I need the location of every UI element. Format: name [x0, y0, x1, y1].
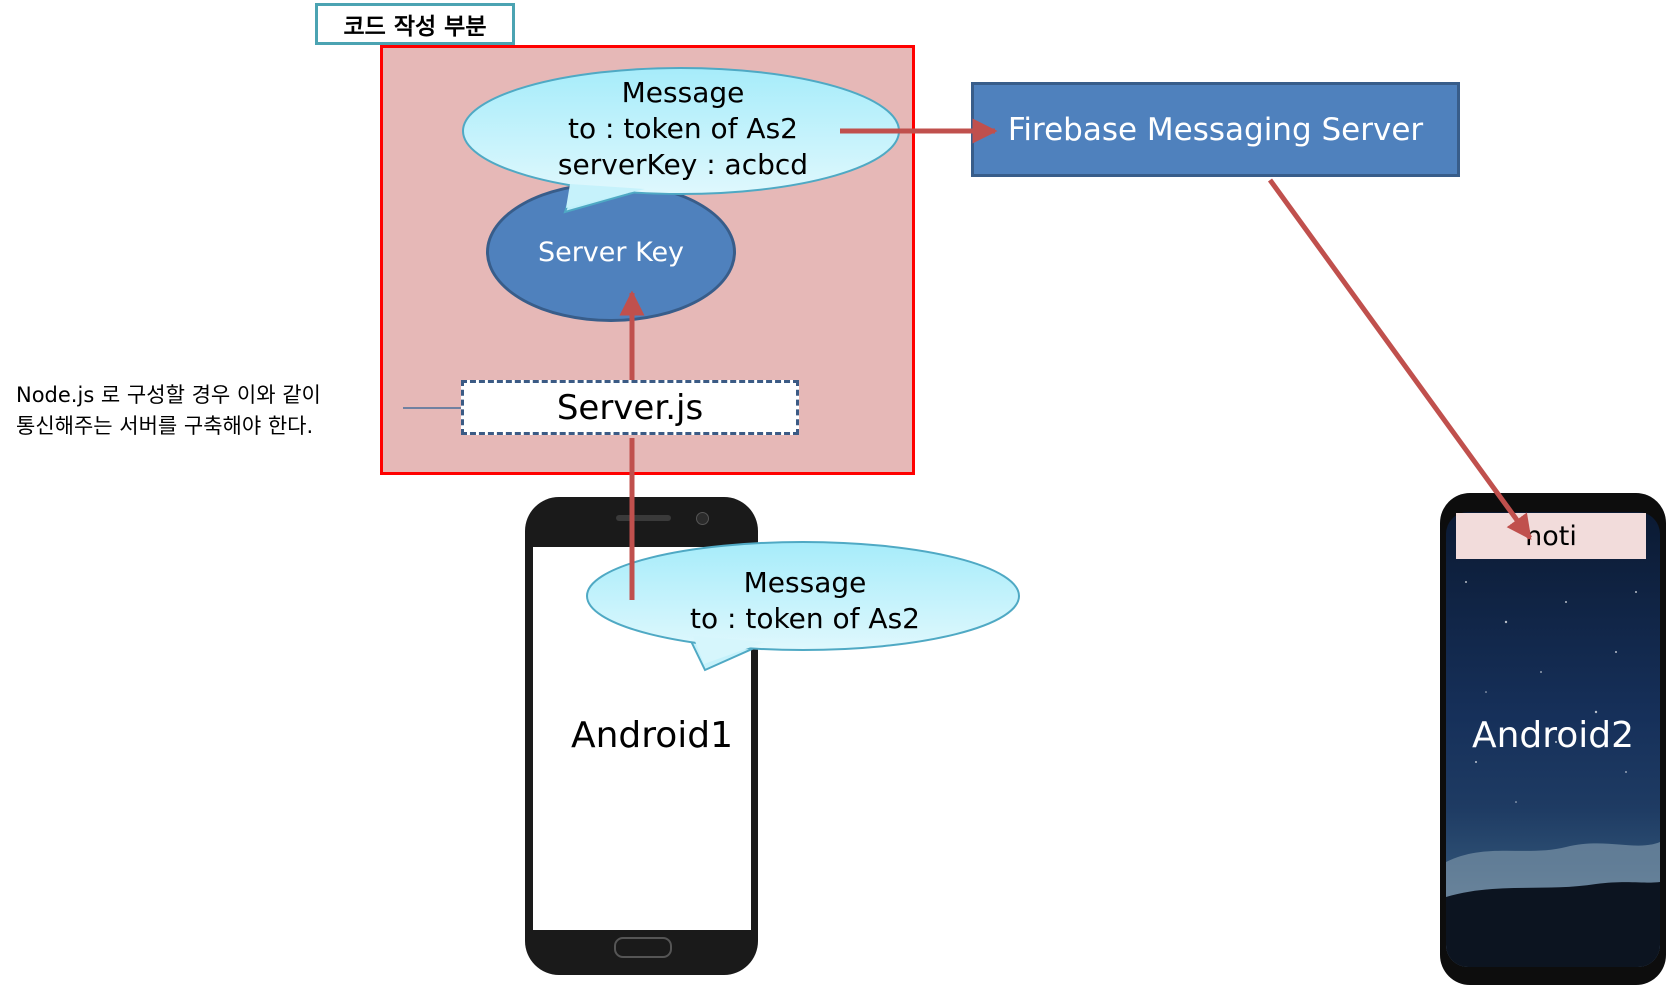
speaker-icon — [616, 515, 671, 521]
note-line-2: 통신해주는 서버를 구축해야 한다. — [16, 414, 314, 438]
bottom-message-bubble — [586, 541, 1020, 672]
code-section-label: 코드 작성 부분 — [315, 3, 515, 45]
android2-label: Android2 — [1471, 715, 1635, 756]
bottom-message-title: Message — [743, 566, 867, 599]
home-button-icon — [614, 937, 672, 958]
top-message-title: Message — [621, 76, 745, 109]
bottom-message-to: to : token of As2 — [690, 602, 920, 635]
node-note: Node.js 로 구성할 경우 이와 같이 통신해주는 서버를 구축해야 한다… — [16, 380, 321, 442]
android2-screen — [1446, 512, 1660, 967]
android1-label: Android1 — [570, 715, 734, 756]
top-message-text: Message to : token of As2 serverKey : ac… — [528, 75, 838, 183]
server-key-ellipse: Server Key — [486, 182, 736, 322]
bottom-message-text: Message to : token of As2 — [655, 565, 955, 637]
top-message-bubble — [462, 67, 900, 214]
top-message-serverkey: serverKey : acbcd — [557, 148, 809, 181]
arrow-to-android2 — [1267, 178, 1533, 541]
notification-bar: noti — [1456, 513, 1646, 559]
starfield-icon — [1446, 581, 1660, 967]
note-line-1: Node.js 로 구성할 경우 이와 같이 — [16, 383, 321, 407]
camera-icon — [696, 512, 709, 525]
top-message-to: to : token of As2 — [568, 112, 798, 145]
server-js-box: Server.js — [461, 380, 799, 435]
firebase-server-box: Firebase Messaging Server — [971, 82, 1460, 177]
